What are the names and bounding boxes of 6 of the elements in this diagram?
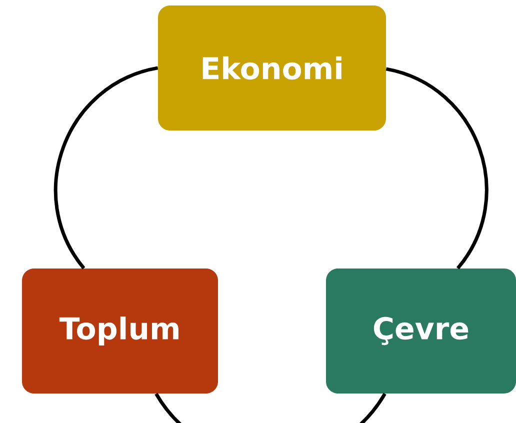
connector-arc — [154, 392, 386, 423]
text-box: Çevre — [326, 268, 516, 394]
connector-arc — [54, 66, 158, 270]
connector-arc — [386, 67, 488, 270]
text-box: Toplum — [22, 268, 218, 394]
text-box: Ekonomi — [158, 6, 386, 130]
